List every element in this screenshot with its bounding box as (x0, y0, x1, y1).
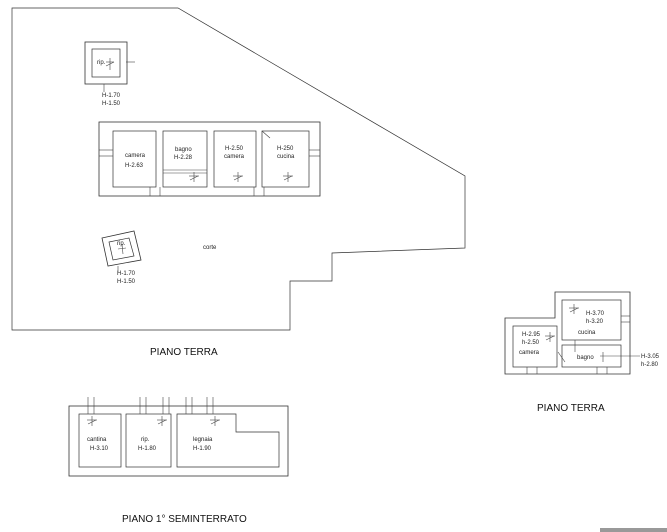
rip-small-room: rip. H-1.70 H-1.50 (101, 230, 142, 285)
ground-floor-title: PIANO TERRA (150, 347, 218, 358)
corte-label: corte (203, 245, 217, 251)
cucina-height: H-250 (277, 146, 294, 152)
semi-basement-title: PIANO 1° SEMINTERRATO (122, 514, 247, 525)
rip-top-height-2: H-1.50 (102, 101, 121, 107)
bagno-height: H-2.28 (174, 155, 193, 161)
lot-boundary (11, 7, 466, 331)
rip-small-label: rip. (117, 241, 126, 247)
right-ground-title: PIANO TERRA (537, 403, 605, 414)
right-cucina-label: cucina (578, 330, 596, 336)
right-ground-block: H-3.70 h-3.20 cucina H-2.95 h-2.50 camer… (504, 291, 660, 375)
rip-semi-height: H-1.80 (138, 446, 157, 452)
rip-small-height-1: H-1.70 (117, 271, 136, 277)
right-camera-height-1: H-2.95 (522, 332, 541, 338)
right-camera-height-2: h-2.50 (522, 340, 540, 346)
cucina-label: cucina (277, 154, 295, 160)
legnaia-height: H-1.90 (193, 446, 212, 452)
semi-basement-block: cantina H-3.10 rip. H-1.80 legnaia H-1.9… (68, 397, 289, 477)
camera2-label: camera (224, 154, 245, 160)
camera-label: camera (125, 153, 146, 159)
bottom-edge-bar (600, 528, 667, 532)
bagno-label: bagno (175, 147, 192, 153)
cantina-height: H-3.10 (90, 446, 109, 452)
right-cucina-height-1: H-3.70 (586, 311, 605, 317)
rip-top-height-1: H-1.70 (102, 93, 121, 99)
right-camera-label: camera (519, 350, 540, 356)
rip-top-room: rip. H-1.70 H-1.50 (84, 41, 135, 107)
rip-top-label: rip. (97, 60, 106, 66)
right-bagno-label: bagno (577, 355, 594, 361)
rip-small-height-2: H-1.50 (117, 279, 136, 285)
right-bagno-height-1: H-3.05 (641, 354, 660, 360)
rip-semi-label: rip. (141, 437, 150, 443)
cantina-label: cantina (87, 437, 107, 443)
right-cucina-height-2: h-3.20 (586, 319, 604, 325)
ground-floor-block: camera H-2.63 bagno H-2.28 H-2.50 camera… (98, 121, 321, 197)
right-bagno-height-2: h-2.80 (641, 362, 659, 368)
legnaia-label: legnaia (193, 437, 213, 443)
camera-height: H-2.63 (125, 163, 144, 169)
camera2-height: H-2.50 (225, 146, 244, 152)
